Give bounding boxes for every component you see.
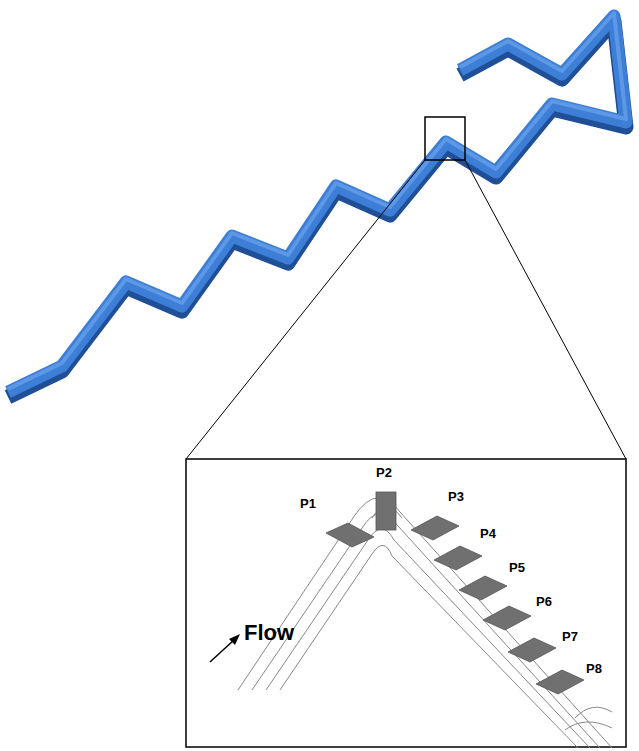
flow-arrowhead [229,634,240,645]
channel-top [8,16,626,392]
inset-frame [186,459,626,747]
channel-walls [238,498,612,748]
measurement-planes [326,492,584,694]
plane-label: P8 [586,662,602,675]
channel-highlight [8,13,626,389]
plane-label: P5 [509,561,525,574]
plane-label: P3 [448,490,464,503]
zoom-line [465,160,626,459]
zoom-line [186,160,425,459]
plane-label: P7 [562,630,578,643]
plane-label: P2 [376,466,392,479]
flow-arrow [210,640,234,662]
zoom-box [425,117,465,160]
flow-label: Flow [244,622,294,644]
plane-label: P6 [536,595,552,608]
plane-label: P1 [300,497,316,510]
plane-label: P4 [480,527,496,540]
